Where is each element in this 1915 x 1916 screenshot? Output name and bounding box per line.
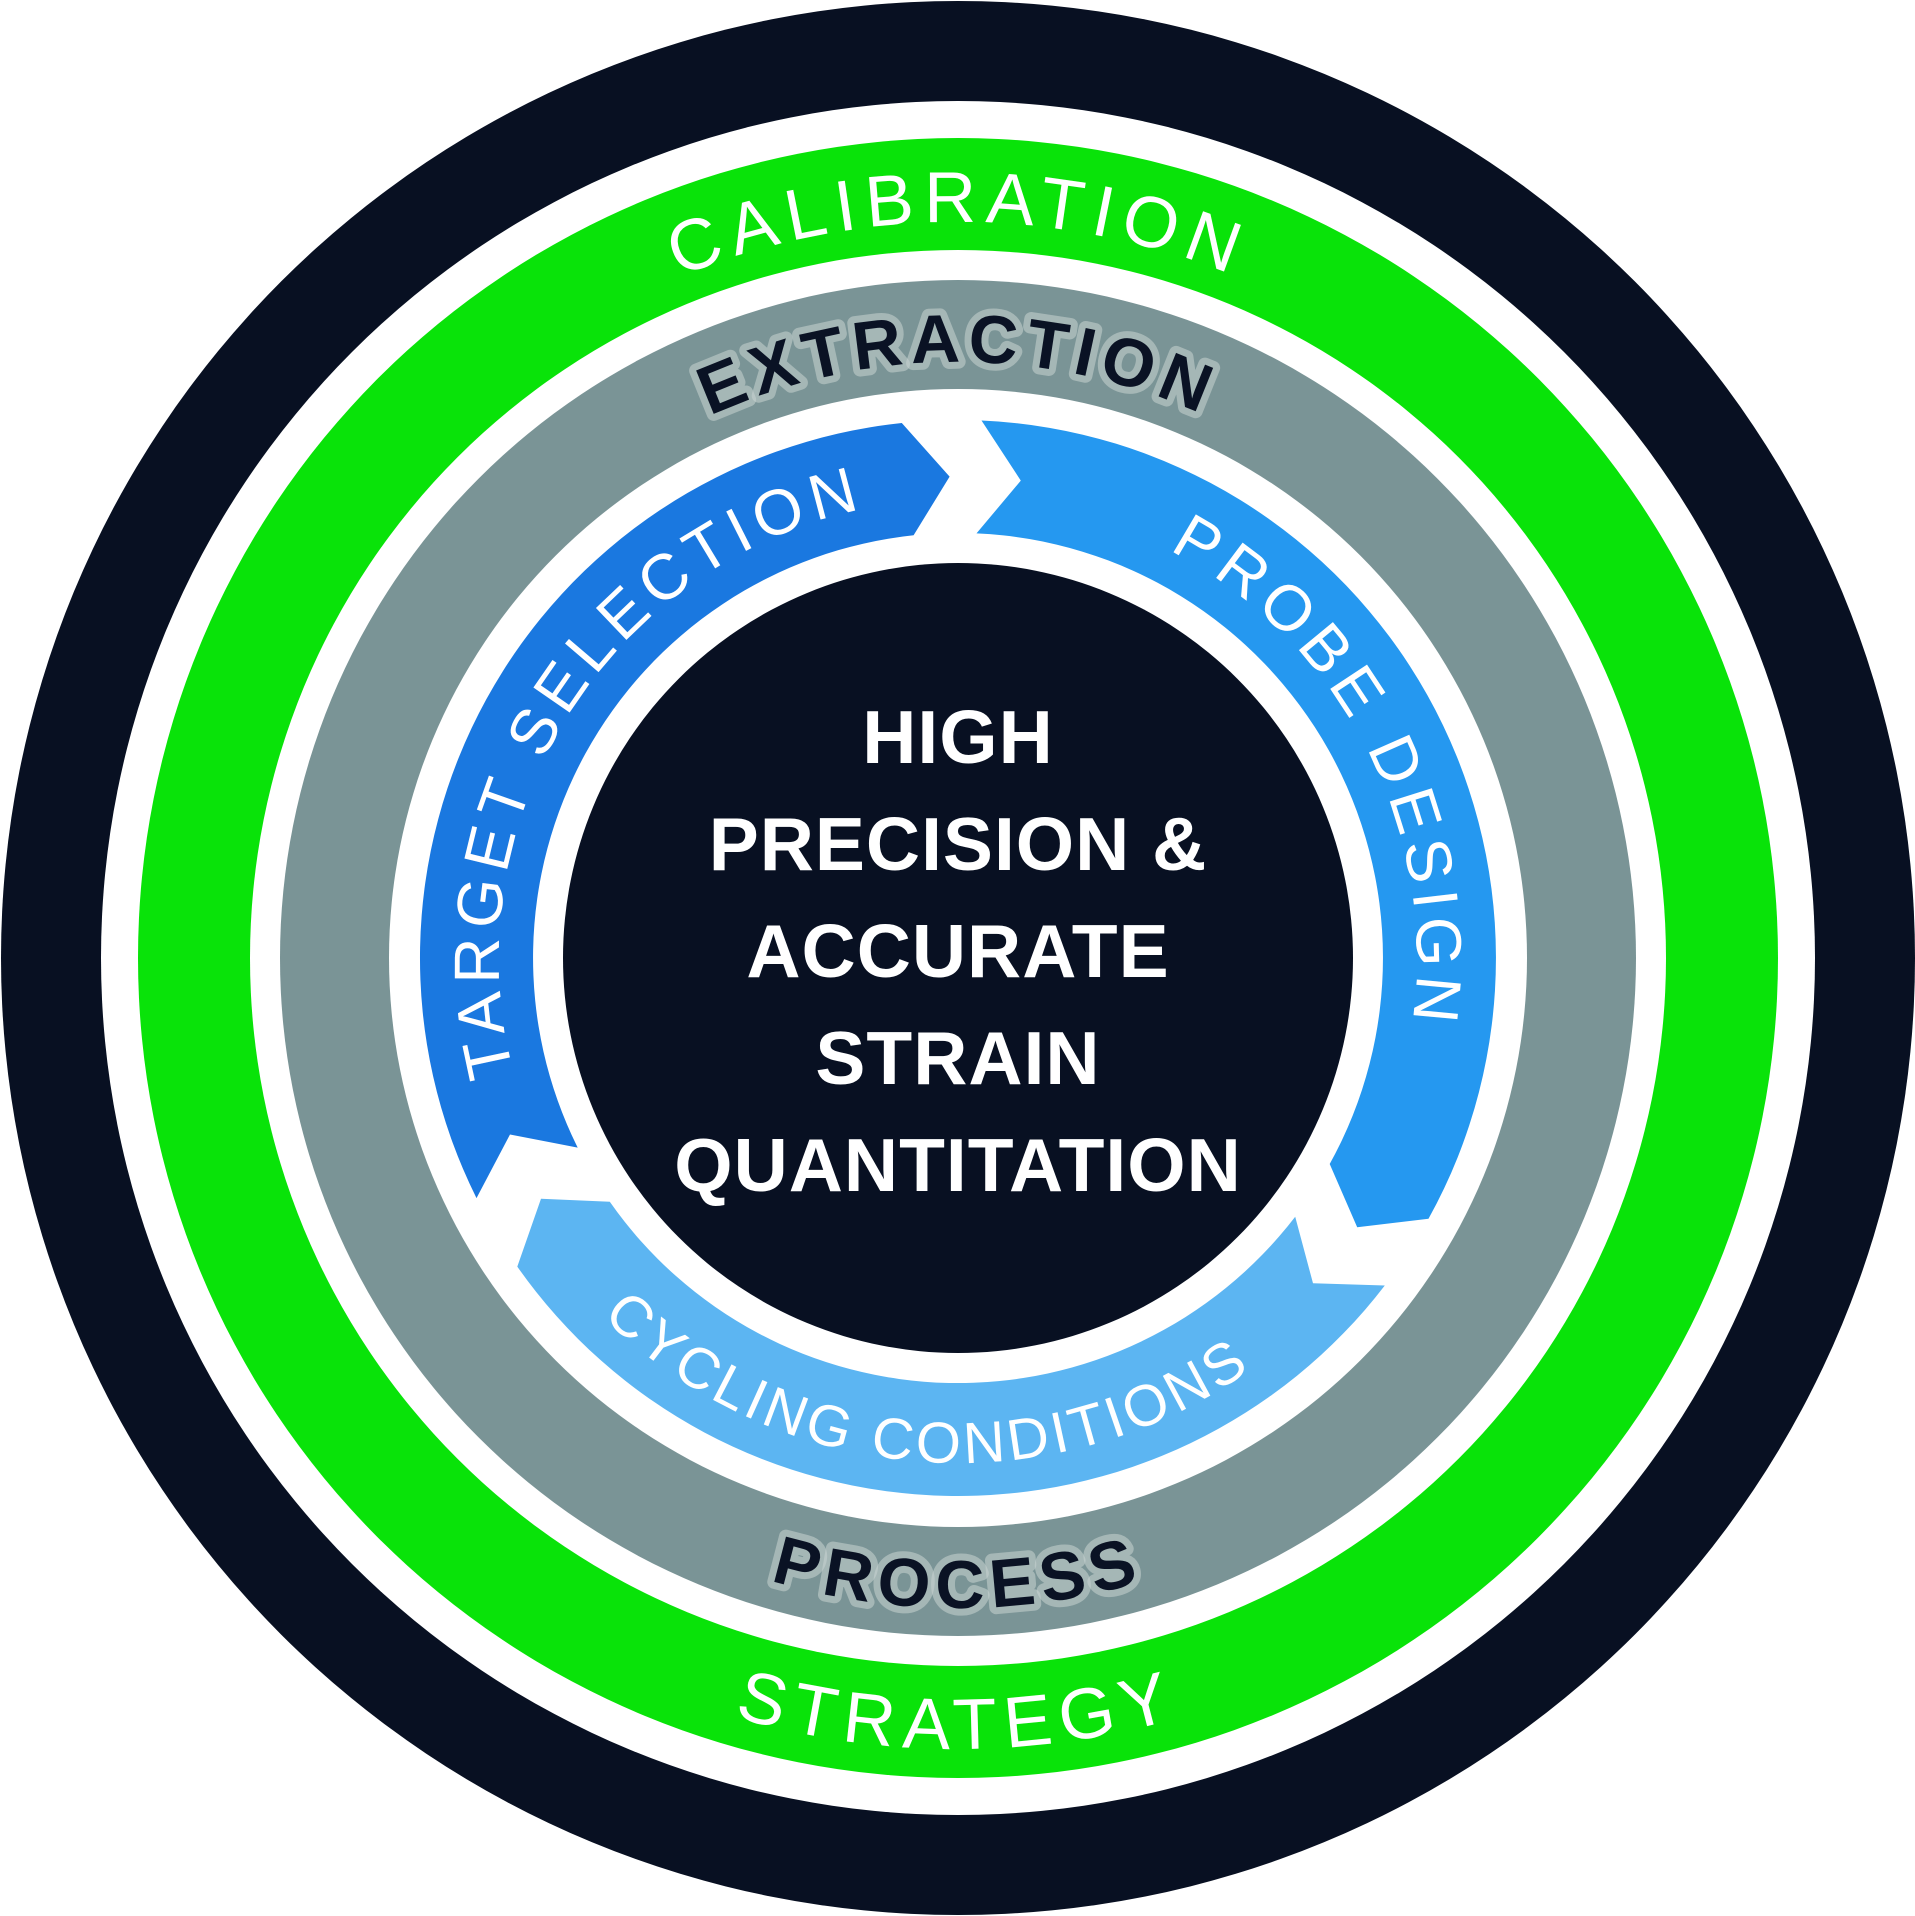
arrow-target-selection xyxy=(419,423,950,1199)
center-statement-line-1: HIGH xyxy=(862,695,1054,779)
center-statement: HIGH PRECISION & ACCURATE STRAIN QUANTIT… xyxy=(674,695,1241,1207)
center-statement-line-2: PRECISION & xyxy=(709,802,1208,886)
arrow-probe-design xyxy=(976,420,1496,1228)
arrow-cycling-conditions xyxy=(517,1198,1385,1496)
center-navy-disc xyxy=(563,563,1353,1353)
center-statement-line-5: QUANTITATION xyxy=(674,1123,1241,1207)
center-statement-line-3: ACCURATE xyxy=(746,909,1169,993)
center-statement-line-4: STRAIN xyxy=(815,1016,1100,1100)
